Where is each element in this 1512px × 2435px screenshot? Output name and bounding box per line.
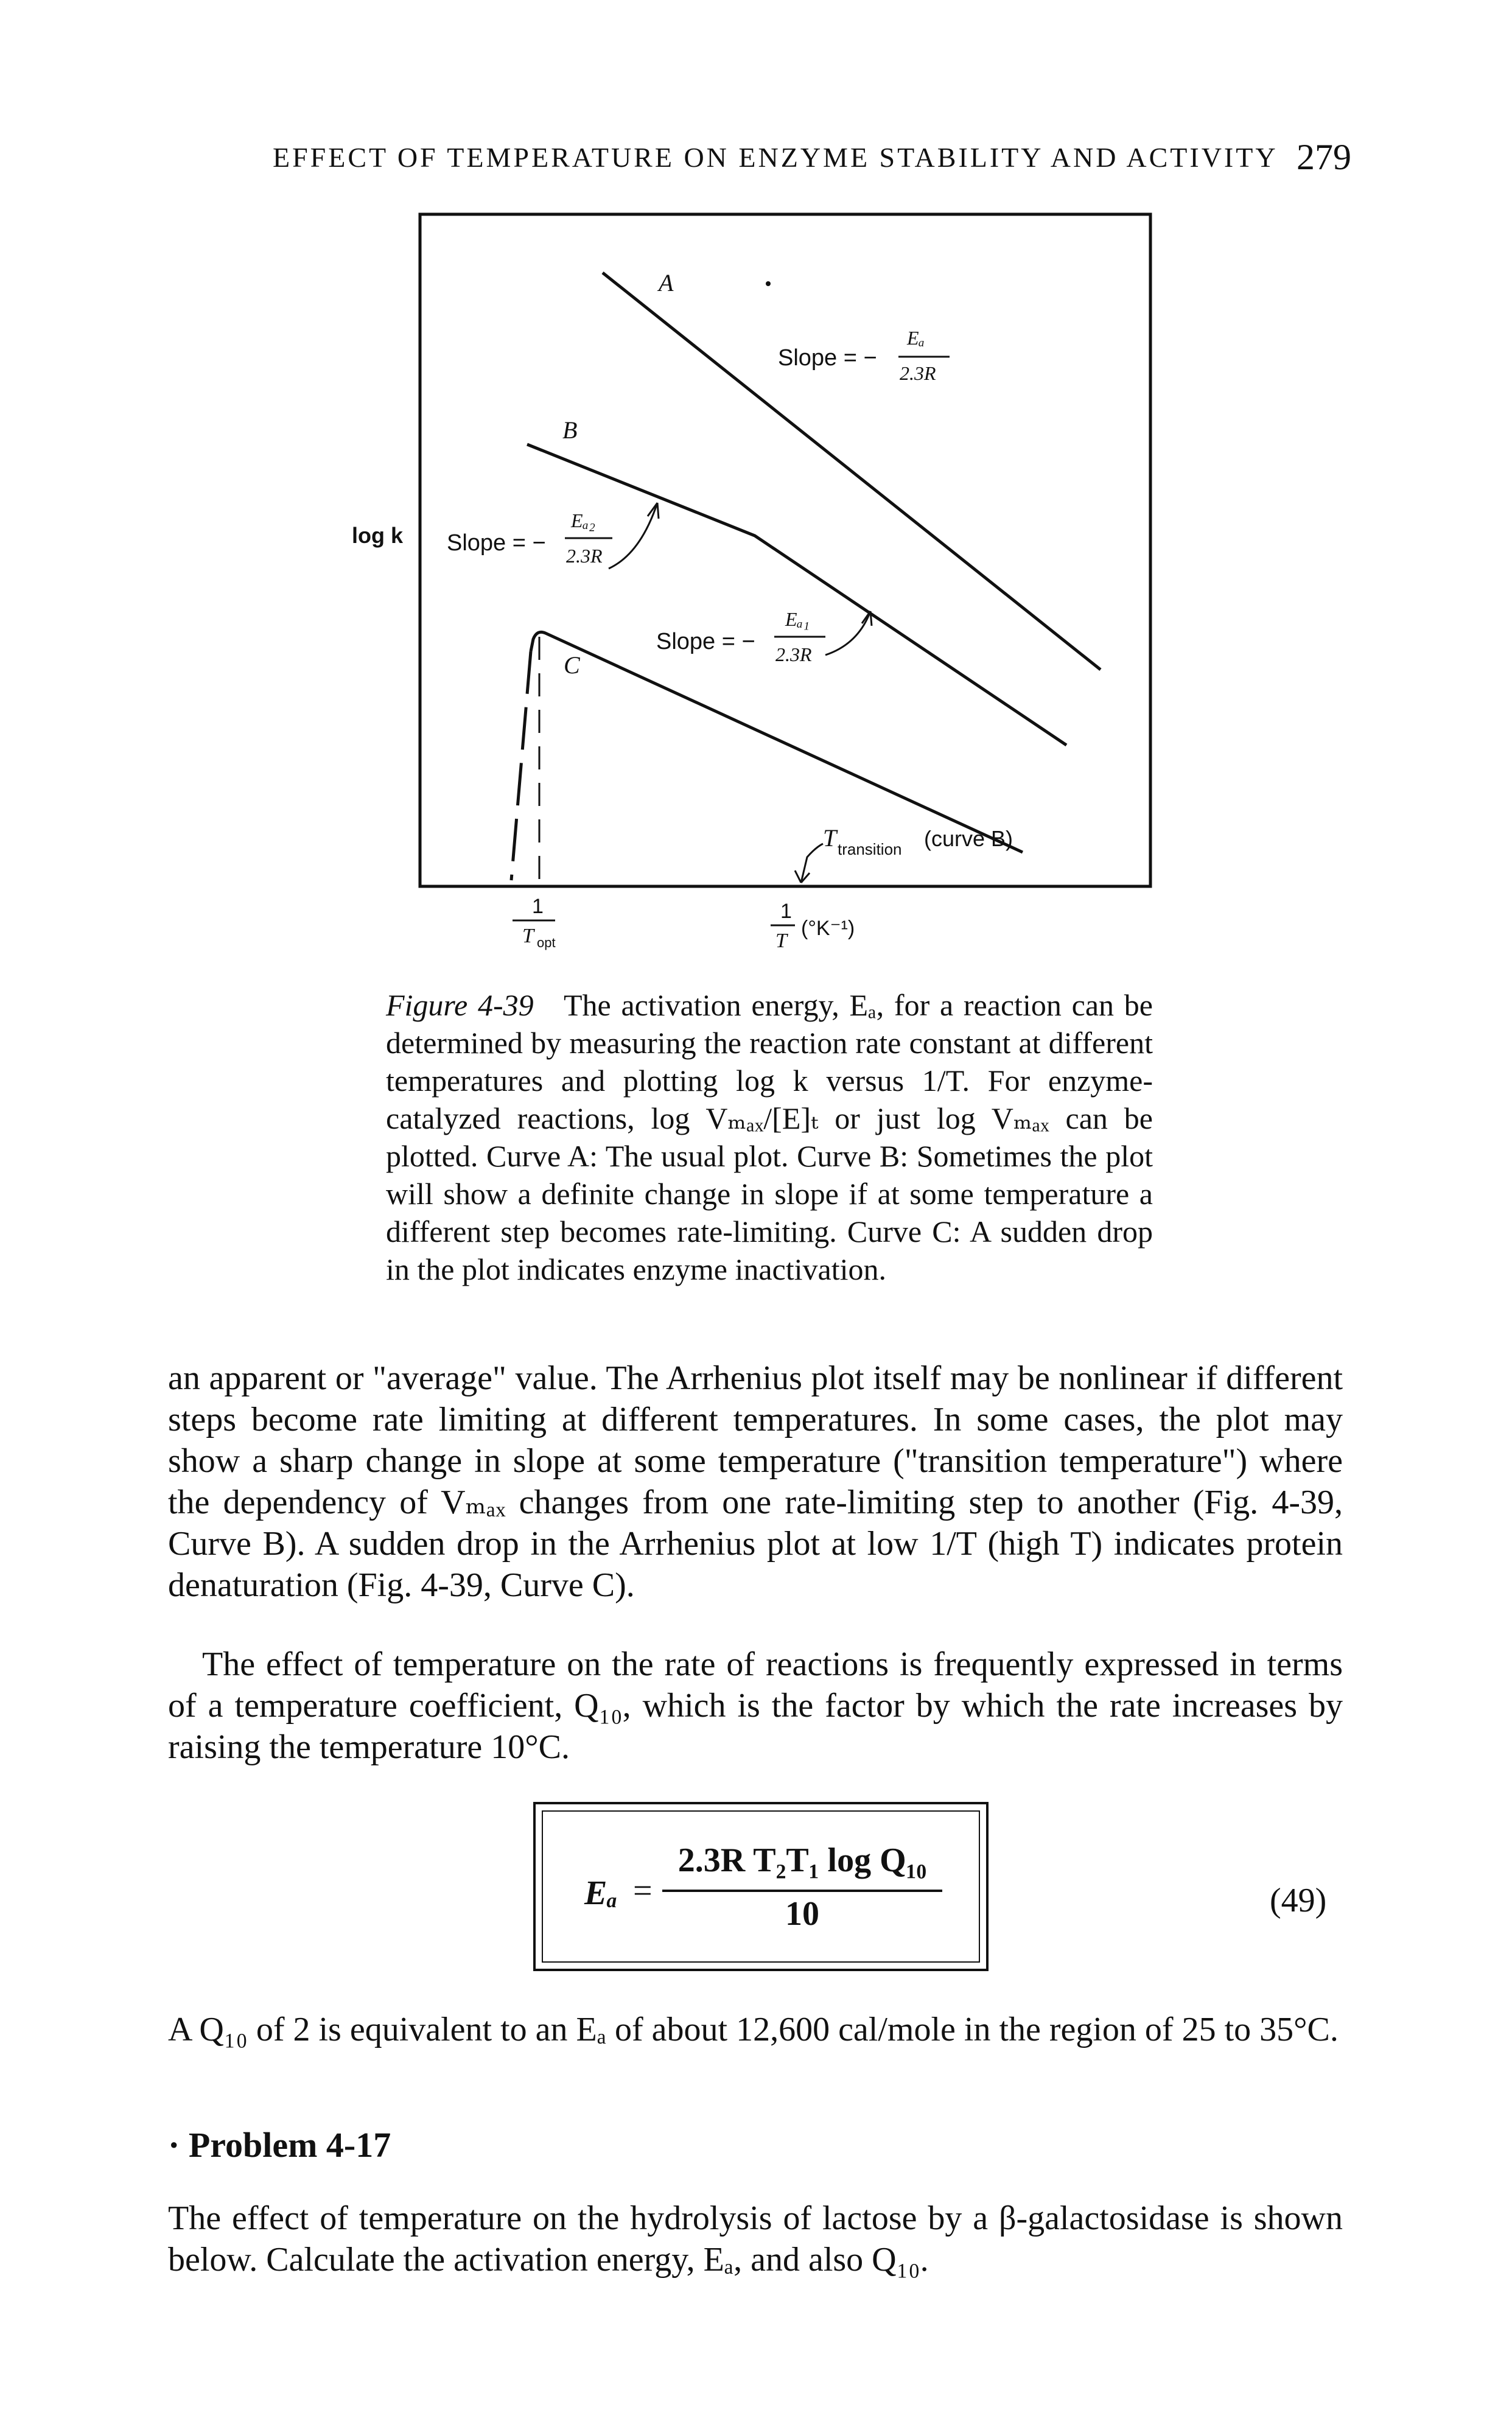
slope-b2-text: Slope = − bbox=[447, 530, 546, 556]
equation-fraction-bar bbox=[662, 1890, 942, 1892]
figure-caption: Figure 4-39 The activation energy, Eₐ, f… bbox=[386, 986, 1153, 1288]
caption-text: The activation energy, Eₐ, for a reactio… bbox=[386, 988, 1153, 1286]
problem-title: · Problem 4-17 bbox=[168, 2125, 391, 2165]
slope-a-den: 2.3R bbox=[900, 362, 936, 384]
paragraph-1: an apparent or "average" value. The Arrh… bbox=[168, 1359, 1343, 1604]
paragraph-2: The effect of temperature on the rate of… bbox=[168, 1645, 1343, 1766]
slope-a-num: Eₐ bbox=[906, 327, 925, 349]
slope-b2-den: 2.3R bbox=[566, 545, 603, 567]
equation-number: (49) bbox=[1270, 1882, 1327, 1919]
equation-numerator: 2.3R T₂T₁ log Q₁₀ bbox=[677, 1841, 927, 1879]
x-axis-label-num: 1 bbox=[780, 900, 792, 923]
curve-b-label: B bbox=[562, 416, 577, 444]
slope-b2-num: Eₐ₂ bbox=[570, 510, 595, 531]
transition-pointer bbox=[800, 843, 824, 883]
x-tick-den: T bbox=[522, 925, 535, 947]
slope-b2-pointer bbox=[608, 502, 659, 570]
equation-box bbox=[533, 1802, 989, 1971]
curve-a-line bbox=[601, 272, 1102, 671]
plot-frame bbox=[418, 212, 1152, 888]
page-number: 279 bbox=[1297, 137, 1351, 177]
curve-a-label: A bbox=[657, 269, 674, 296]
running-head: EFFECT OF TEMPERATURE ON ENZYME STABILIT… bbox=[273, 142, 1278, 173]
slope-b1-den: 2.3R bbox=[775, 643, 812, 665]
caption-label: Figure 4-39 bbox=[386, 988, 534, 1022]
paragraph-4: The effect of temperature on the hydroly… bbox=[168, 2199, 1343, 2279]
x-axis-unit: (°K⁻¹) bbox=[801, 917, 855, 940]
x-axis-label-den: T bbox=[775, 930, 788, 952]
curve-c-line bbox=[529, 630, 1024, 854]
slope-b1-num: Eₐ₁ bbox=[785, 608, 810, 630]
equation-lhs: Eₐ bbox=[584, 1874, 618, 1912]
transition-note: (curve B) bbox=[924, 826, 1013, 851]
x-tick-num: 1 bbox=[532, 895, 544, 918]
slope-b1-text: Slope = − bbox=[656, 629, 755, 654]
paragraph-3: A Q₁₀ of 2 is equivalent to an Eₐ of abo… bbox=[168, 2011, 1339, 2048]
equation-denominator: 10 bbox=[785, 1895, 819, 1933]
curve-c-label: C bbox=[564, 651, 581, 679]
curve-c-drop bbox=[509, 651, 533, 881]
x-tick-sub: opt bbox=[537, 935, 556, 950]
y-axis-label: log k bbox=[352, 523, 404, 548]
transition-sub: transition bbox=[838, 840, 902, 858]
transition-label: T bbox=[823, 824, 838, 852]
slope-a-text: Slope = − bbox=[778, 345, 877, 371]
slope-b1-pointer bbox=[825, 611, 872, 656]
equation-equals: = bbox=[633, 1872, 653, 1910]
curve-b-line bbox=[527, 443, 1068, 747]
figure-4-39: A Slope = − Eₐ 2.3R B Slope = − Eₐ₂ 2.3R… bbox=[352, 212, 1152, 952]
